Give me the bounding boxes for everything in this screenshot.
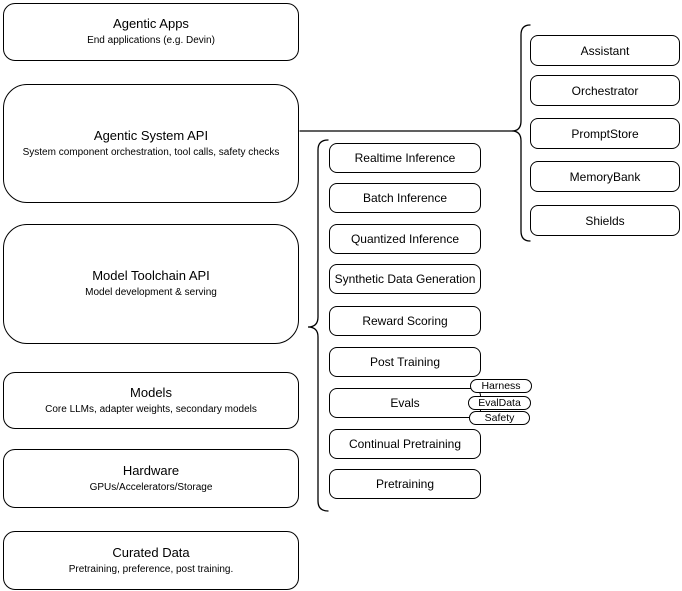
layer-title: Agentic Apps [113,16,189,31]
layer-subtitle: Model development & serving [85,287,217,298]
component-label: Orchestrator [571,83,639,98]
capability-label: Realtime Inference [354,151,456,165]
component-shields: Shields [530,205,680,236]
component-assistant: Assistant [530,35,680,66]
capability-label: Post Training [369,355,441,369]
capability-label: Pretraining [375,477,435,491]
layer-agentic-system-api: Agentic System API System component orch… [3,84,299,203]
layer-agentic-apps: Agentic Apps End applications (e.g. Devi… [3,3,299,61]
component-label: MemoryBank [569,169,641,184]
layer-models: Models Core LLMs, adapter weights, secon… [3,372,299,429]
layer-hardware: Hardware GPUs/Accelerators/Storage [3,449,299,508]
component-label: Shields [585,213,625,228]
eval-tag-safety: Safety [469,411,530,425]
layer-title: Models [130,384,172,400]
component-orchestrator: Orchestrator [530,75,680,106]
components-brace [511,24,531,242]
eval-tag-label: Safety [484,412,515,424]
layer-title: Model Toolchain API [92,268,210,283]
layer-title: Hardware [122,462,180,478]
eval-tag-label: EvalData [478,397,521,409]
eval-tag-evaldata: EvalData [468,396,531,410]
component-label: Assistant [580,43,630,58]
layer-subtitle: GPUs/Accelerators/Storage [89,481,213,493]
capability-label: Batch Inference [362,191,448,205]
component-promptstore: PromptStore [530,118,680,149]
capability-pretraining: Pretraining [329,469,481,499]
capability-continual-pretraining: Continual Pretraining [329,429,481,459]
capability-reward-scoring: Reward Scoring [329,306,481,336]
capability-quantized-inference: Quantized Inference [329,224,481,254]
capability-label: Quantized Inference [350,232,460,246]
layer-title: Agentic System API [93,127,209,143]
capability-synthetic-data-generation: Synthetic Data Generation [329,264,481,294]
layer-subtitle: Core LLMs, adapter weights, secondary mo… [45,403,257,415]
layer-subtitle: Pretraining, preference, post training. [68,563,234,575]
layer-curated-data: Curated Data Pretraining, preference, po… [3,531,299,590]
layer-title: Curated Data [112,544,190,560]
capability-realtime-inference: Realtime Inference [329,143,481,173]
layer-subtitle: System component orchestration, tool cal… [22,146,280,158]
capability-batch-inference: Batch Inference [329,183,481,213]
capability-label: Continual Pretraining [348,437,462,451]
eval-tag-label: Harness [481,380,521,392]
layer-model-toolchain-api: Model Toolchain API Model development & … [3,224,299,344]
toolchain-brace [307,139,329,512]
eval-tag-harness: Harness [470,379,532,393]
capability-label: Reward Scoring [362,314,448,328]
component-memorybank: MemoryBank [530,161,680,192]
capability-label: Synthetic Data Generation [334,272,476,286]
capability-post-training: Post Training [329,347,481,377]
layer-subtitle: End applications (e.g. Devin) [87,35,215,46]
capability-evals: Evals [329,388,481,418]
capability-label: Evals [390,396,420,410]
component-label: PromptStore [571,126,639,141]
